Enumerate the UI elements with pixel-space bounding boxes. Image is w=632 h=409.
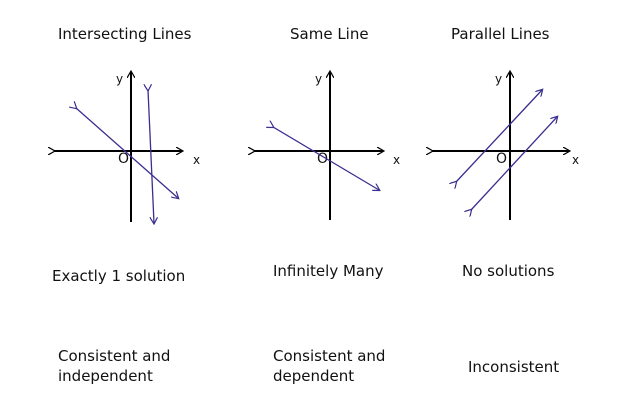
panel-title-parallel: Parallel Lines [451, 25, 550, 43]
axes-intersecting: y x O [54, 72, 200, 222]
lines-intersecting [76, 90, 178, 223]
classification-line-1: Consistent and [58, 347, 171, 365]
line-upper [456, 90, 542, 182]
x-axis-label: x [572, 153, 579, 167]
line-coincident [273, 127, 379, 190]
y-axis-label: y [495, 72, 502, 86]
lines-same-line [273, 127, 379, 190]
line-lower [471, 117, 557, 210]
y-axis-label: y [315, 72, 322, 86]
panel-title-same-line: Same Line [290, 25, 369, 43]
solutions-same-line: Infinitely Many [273, 262, 384, 280]
classification-line-1: Inconsistent [468, 358, 560, 376]
solutions-intersecting: Exactly 1 solution [52, 267, 186, 285]
x-axis-label: x [193, 153, 200, 167]
solutions-parallel: No solutions [462, 262, 555, 280]
line-b [148, 90, 154, 223]
y-axis-label: y [116, 72, 123, 86]
classification-line-2: dependent [273, 367, 355, 385]
classification-line-2: independent [58, 367, 153, 385]
origin-label: O [496, 151, 507, 167]
axes-same-line: y x O [254, 72, 400, 220]
axes-parallel: y x O [432, 72, 579, 220]
x-axis-label: x [393, 153, 400, 167]
classification-parallel: Inconsistent [468, 357, 559, 377]
lines-parallel [456, 90, 557, 210]
classification-line-1: Consistent and [273, 347, 386, 365]
panel-title-intersecting: Intersecting Lines [58, 25, 192, 43]
classification-intersecting: Consistent and independent [58, 346, 170, 386]
classification-same-line: Consistent and dependent [273, 346, 385, 386]
line-a [76, 108, 178, 198]
